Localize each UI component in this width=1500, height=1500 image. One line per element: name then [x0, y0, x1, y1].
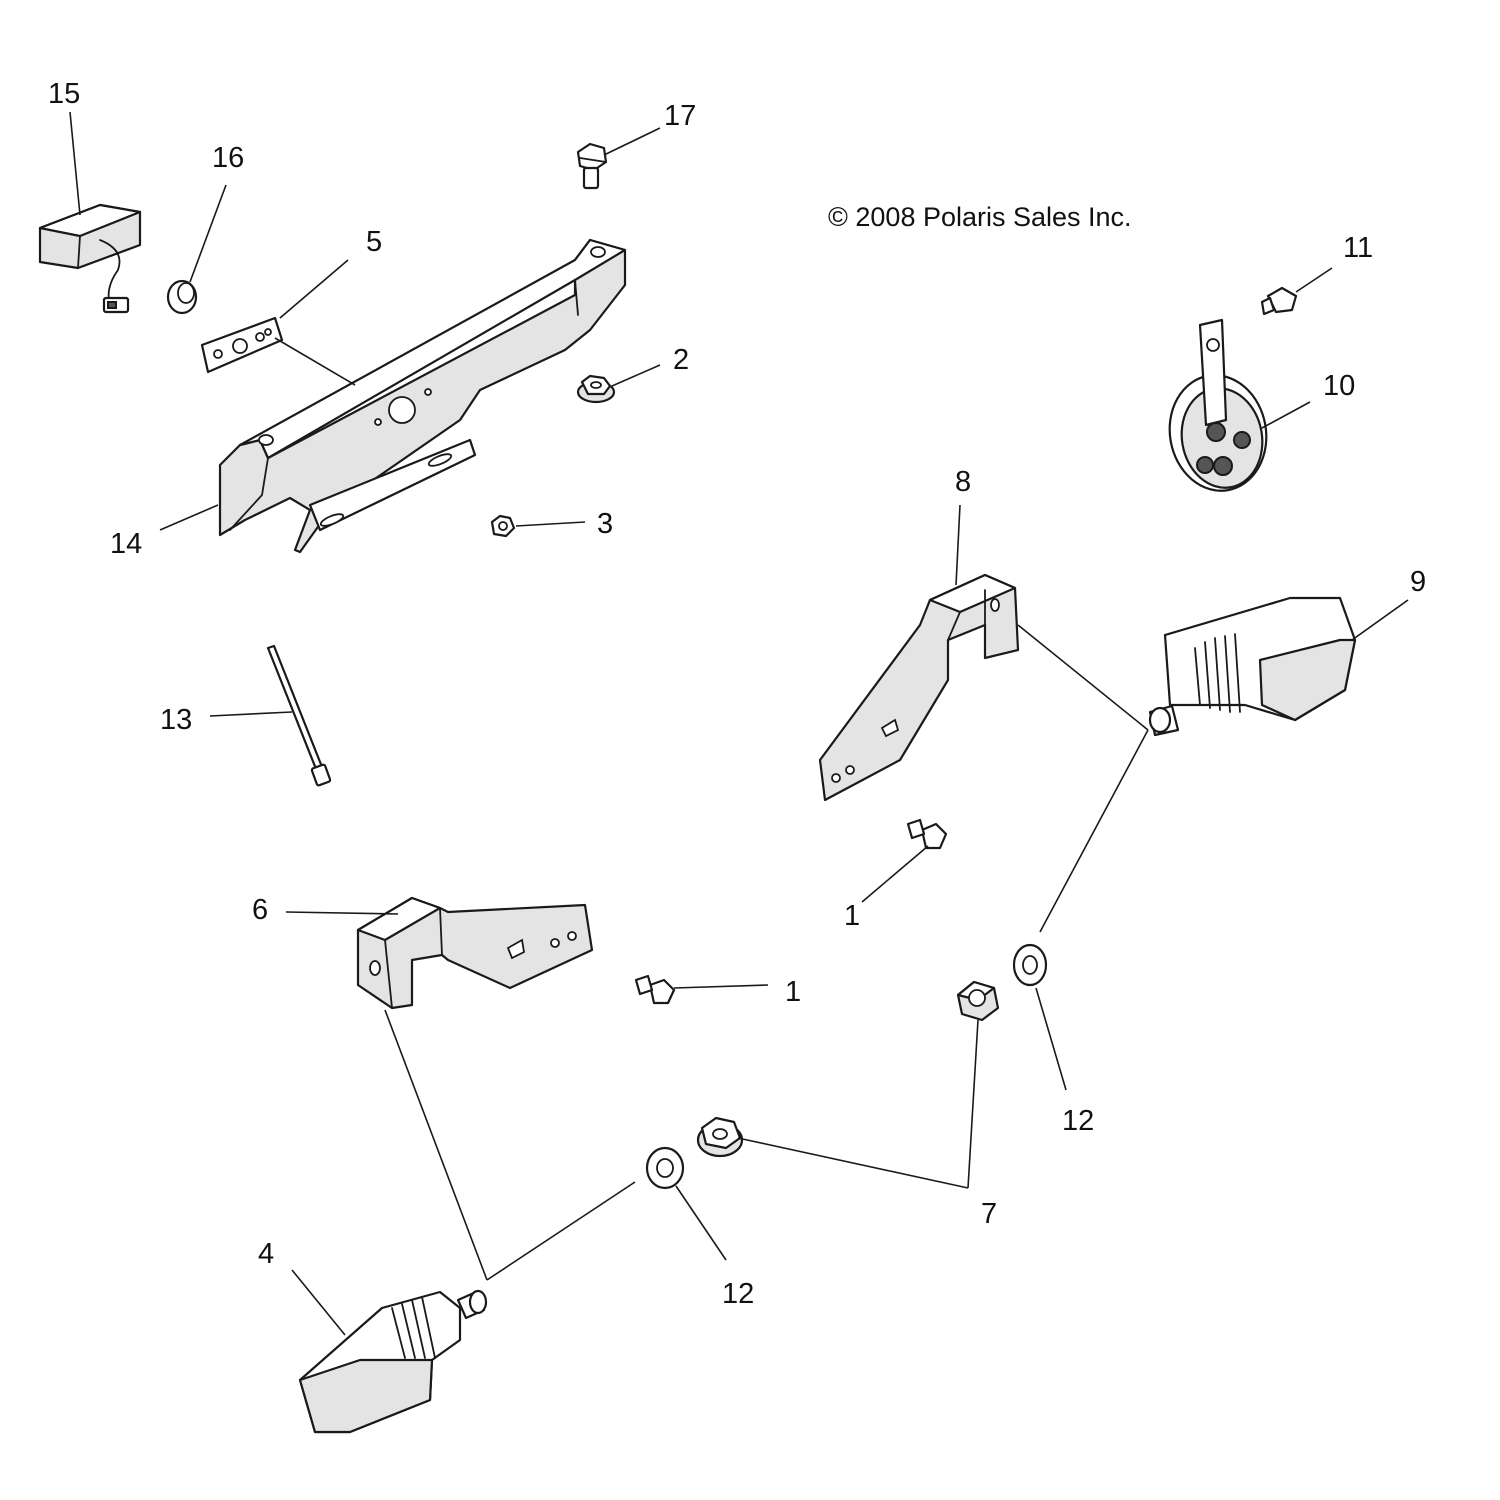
callout-3: 3: [597, 508, 614, 540]
part-15-connector-module: [38, 203, 142, 314]
callout-2: 2: [673, 344, 690, 376]
callout-1-upper: 1: [844, 900, 861, 932]
callout-10: 10: [1323, 370, 1356, 402]
callout-15: 15: [48, 78, 81, 110]
part-1-screw-upper: [906, 818, 948, 850]
callout-14: 14: [110, 528, 143, 560]
callout-17: 17: [664, 100, 697, 132]
part-17-hex-bolt: [576, 142, 608, 190]
part-12-washer-upper: [1012, 943, 1048, 987]
callout-8: 8: [955, 466, 972, 498]
callout-5: 5: [366, 226, 383, 258]
callout-16: 16: [212, 142, 245, 174]
part-10-horn: [1168, 318, 1268, 492]
part-11-screw: [1260, 286, 1298, 316]
part-2-flange-nut: [576, 374, 616, 404]
callout-12-upper: 12: [1062, 1105, 1095, 1137]
part-7-flange-nut-lower: [696, 1116, 744, 1158]
part-3-nut: [490, 514, 516, 538]
part-16-spacer: [166, 279, 198, 315]
callout-4: 4: [258, 1238, 275, 1270]
copyright-notice: © 2008 Polaris Sales Inc.: [828, 202, 1132, 232]
part-5-plate: [200, 316, 284, 374]
part-14-mounting-bracket: [218, 238, 627, 554]
callout-1-lower: 1: [785, 976, 802, 1008]
callout-9: 9: [1410, 566, 1427, 598]
part-4-turn-signal-left: [298, 1289, 488, 1434]
part-13-cable-tie: [266, 644, 332, 787]
callout-6: 6: [252, 894, 269, 926]
callout-11: 11: [1343, 232, 1374, 264]
part-6-bracket: [356, 896, 594, 1010]
part-1-screw-lower: [634, 974, 676, 1005]
callout-13: 13: [160, 704, 193, 736]
part-7-hex-nut-upper: [956, 980, 1000, 1022]
callout-7: 7: [981, 1198, 998, 1230]
leader-lines: [69, 111, 1409, 1336]
callout-12-lower: 12: [722, 1278, 755, 1310]
part-8-bracket: [818, 573, 1020, 802]
part-12-washer-lower: [645, 1146, 685, 1190]
part-9-turn-signal-right: [1148, 596, 1357, 737]
